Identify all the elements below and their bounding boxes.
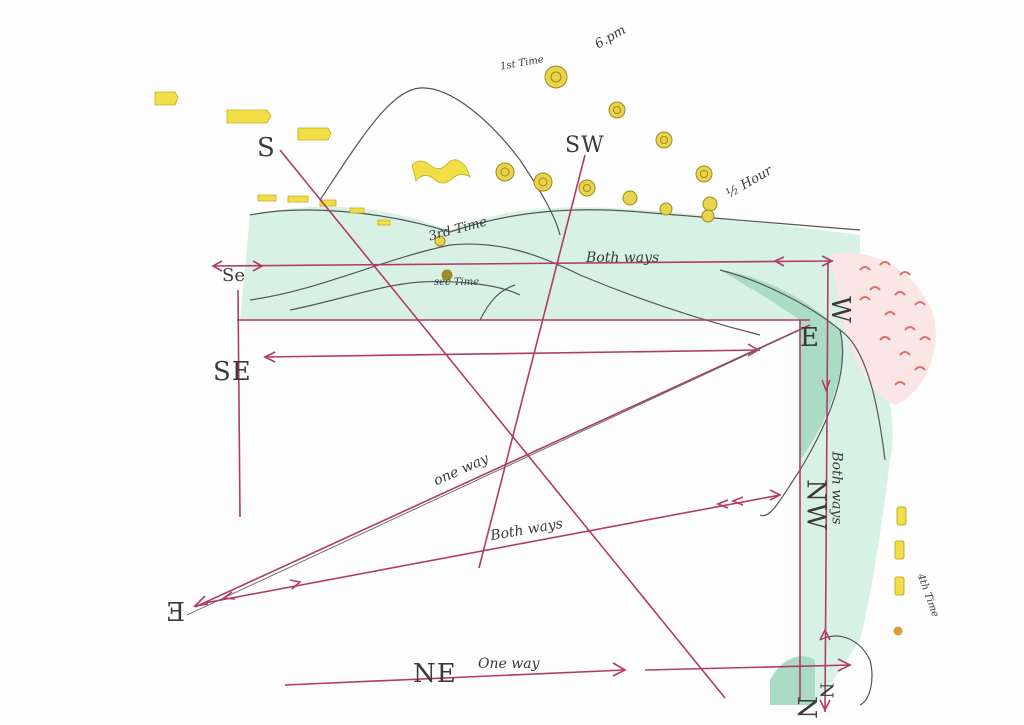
direction-se-top-label: Se (222, 265, 245, 286)
both-ways-right-label: Both ways (828, 451, 845, 525)
mountains (249, 87, 886, 706)
direction-nw-label: NW (800, 479, 831, 531)
direction-sw-label: SW (565, 133, 605, 158)
sec-time-label: sec Time (434, 277, 480, 288)
both-ways-top-label: Both ways (586, 250, 660, 266)
coral-area (830, 252, 936, 405)
direction-n-bottom-label: N (790, 696, 821, 720)
one-way-bottom-label: One way (478, 656, 540, 672)
land-patch (720, 270, 843, 460)
direction-lines (186, 149, 852, 713)
land-patch-bottom (770, 656, 815, 705)
sea-area (240, 206, 893, 700)
coral-dots (859, 261, 931, 386)
direction-e-right-label: E (800, 323, 820, 353)
clouds (154, 91, 471, 226)
direction-e-left-label: E (165, 598, 185, 628)
direction-ne-label: NE (413, 659, 457, 689)
direction-w-right-label: W (824, 296, 855, 324)
fourth-time-marks (893, 506, 907, 636)
direction-se-label: SE (213, 357, 252, 387)
direction-s-label: S (257, 133, 276, 163)
sun-positions (434, 65, 718, 281)
